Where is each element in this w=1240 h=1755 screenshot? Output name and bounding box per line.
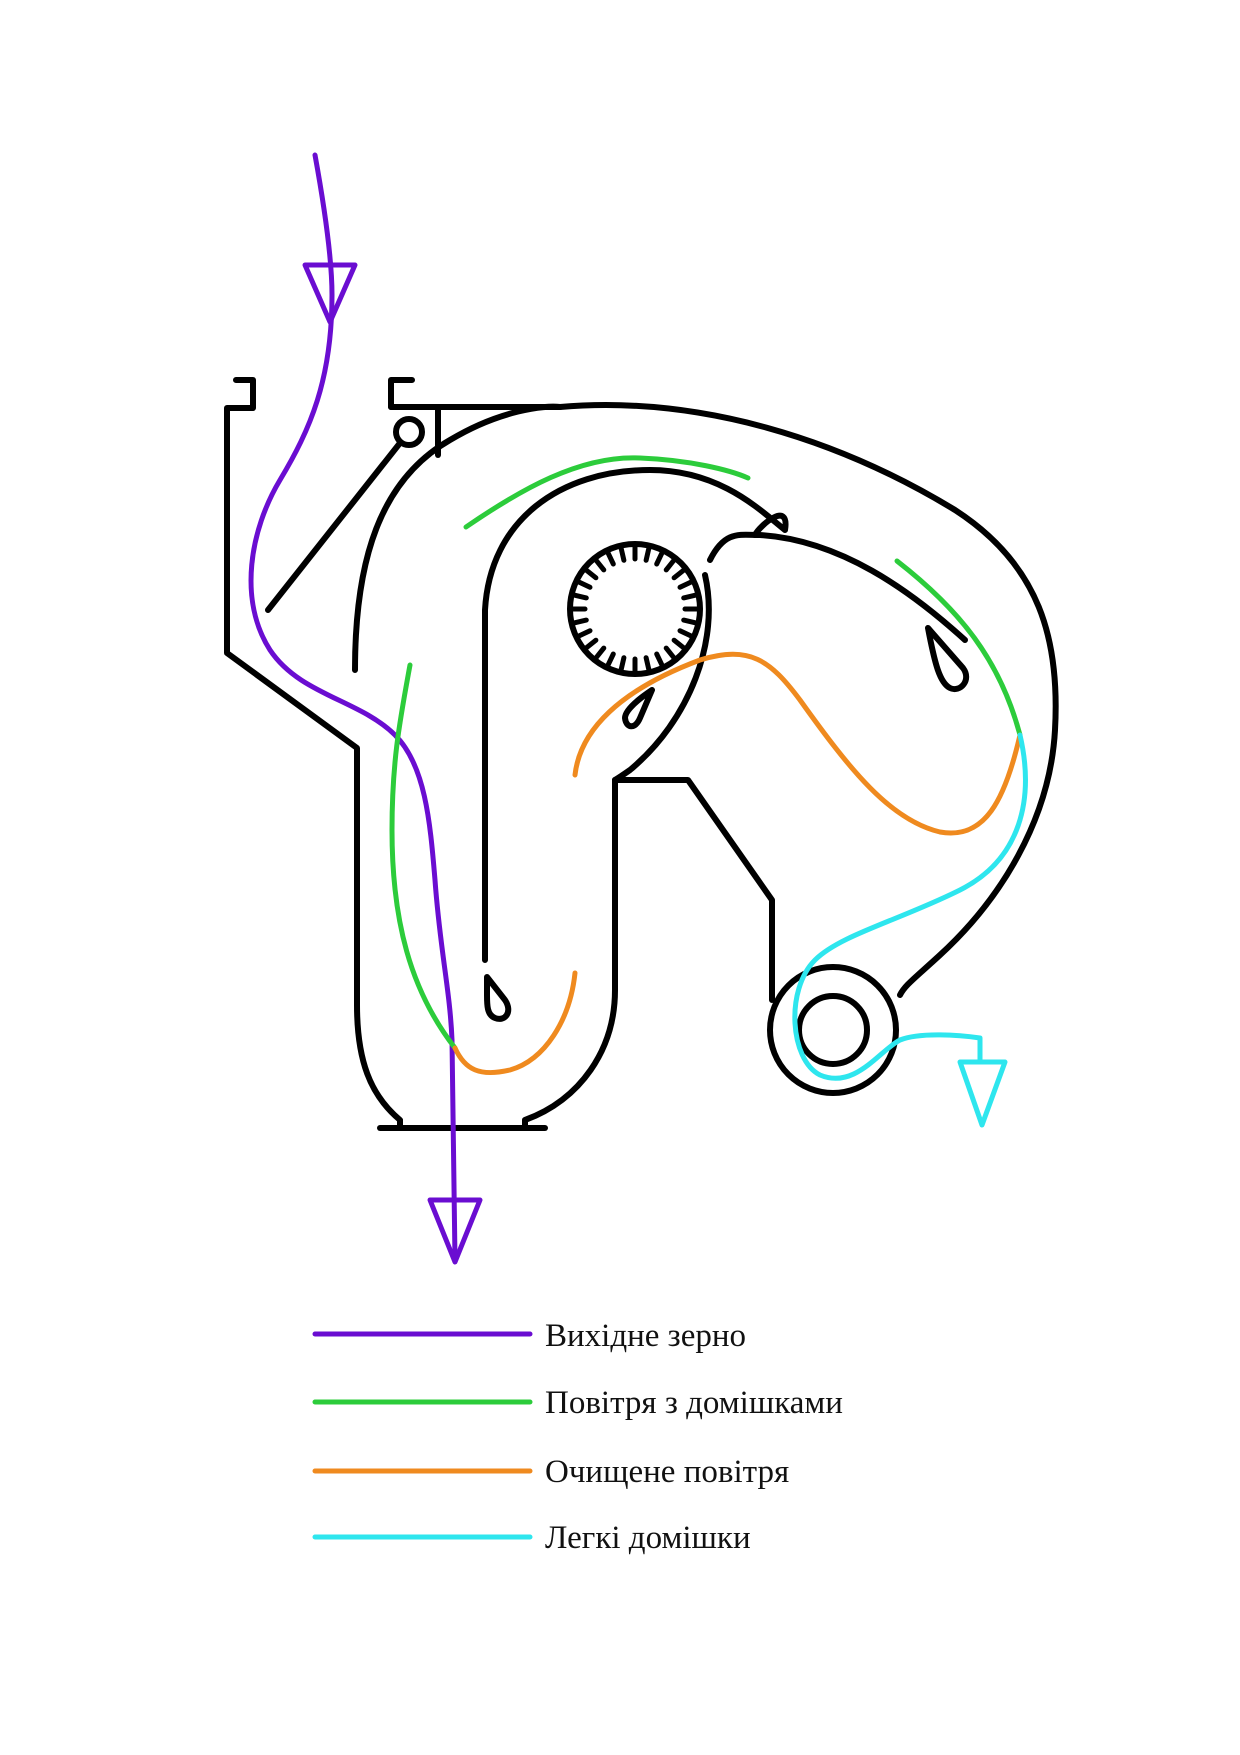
- rotor-tooth: [605, 550, 616, 567]
- deflectors: [484, 625, 970, 1022]
- rotor-duct: [482, 467, 789, 963]
- rotor-tooth: [593, 645, 607, 660]
- machine-body: [224, 377, 1059, 1131]
- auger-outer: [767, 964, 899, 1096]
- rotor-tooth: [572, 617, 589, 626]
- rotor-tooth: [643, 546, 652, 563]
- rotor-tooth: [593, 558, 607, 573]
- legend-item-dusty-air: Повітря з домішками: [312, 1385, 843, 1421]
- rotor-tooth: [584, 567, 599, 581]
- auger-inner: [796, 993, 870, 1067]
- outer-channel-wall: [557, 402, 1059, 998]
- flow-dusty-air-left: [389, 662, 458, 1051]
- legend-item-grain: Вихідне зерно: [312, 1318, 746, 1354]
- rotor-duct-right: [707, 531, 968, 643]
- flow-grain-path: [248, 152, 458, 1263]
- rotor-tooth: [681, 617, 698, 626]
- valve-flap: [265, 440, 403, 613]
- rotor-tooth: [605, 651, 616, 668]
- legend-label: Легкі домішки: [545, 1520, 751, 1556]
- rotor-tooth: [572, 592, 589, 601]
- rotor-tooth: [671, 567, 686, 581]
- legend-label: Очищене повітря: [545, 1454, 789, 1490]
- lower-central-wall-left: [522, 777, 618, 1131]
- deflector-rotor: [622, 687, 655, 730]
- rotor: [567, 541, 703, 677]
- rotor-tooth: [618, 546, 627, 563]
- rotor-tooth: [671, 637, 686, 651]
- deflector-right: [925, 625, 970, 693]
- rotor-tooth: [663, 558, 677, 573]
- rotor-tooth: [576, 579, 593, 590]
- flow-grain-arrow-bottom: [427, 1197, 483, 1265]
- inlet-left-hook: [224, 377, 360, 1008]
- flow-clean-air-lower: [452, 970, 578, 1076]
- lower-central-top: [612, 777, 775, 1003]
- rotor-tooth: [654, 651, 665, 668]
- rotor-tooth: [663, 645, 677, 660]
- flow-grain-arrow-top: [302, 262, 358, 325]
- inner-channel-wall: [352, 403, 563, 673]
- valve-pivot: [393, 416, 425, 448]
- deflector-left: [484, 974, 512, 1022]
- legend-item-clean-air: Очищене повітря: [312, 1454, 789, 1490]
- flow-light-impurities-arrow: [957, 1059, 1008, 1128]
- legend: Вихідне зерно Повітря з домішками Очищен…: [312, 1318, 843, 1556]
- inlet-right-hook: [388, 377, 415, 410]
- flow-clean-air-main: [572, 651, 1023, 836]
- rotor-tooth: [584, 637, 599, 651]
- rotor-disc: [567, 541, 703, 677]
- flow-light-impurities: [792, 732, 1028, 1081]
- rotor-tooth: [677, 628, 694, 639]
- legend-label: Повітря з домішками: [545, 1385, 843, 1421]
- legend-item-light-impurities: Легкі домішки: [312, 1520, 751, 1556]
- rotor-tooth: [643, 655, 652, 672]
- flow-dusty-air-top: [463, 455, 751, 530]
- rotor-tooth: [677, 579, 694, 590]
- rotor-tooth: [654, 550, 665, 567]
- rotor-tooth: [681, 592, 698, 601]
- rotor-tooth: [576, 628, 593, 639]
- rotor-tooth: [618, 655, 627, 672]
- legend-label: Вихідне зерно: [545, 1318, 746, 1354]
- flow-lines: [248, 152, 1028, 1265]
- left-body-wall: [354, 1002, 403, 1131]
- rotor-teeth: [570, 544, 700, 674]
- flow-dusty-air-right: [894, 558, 1023, 738]
